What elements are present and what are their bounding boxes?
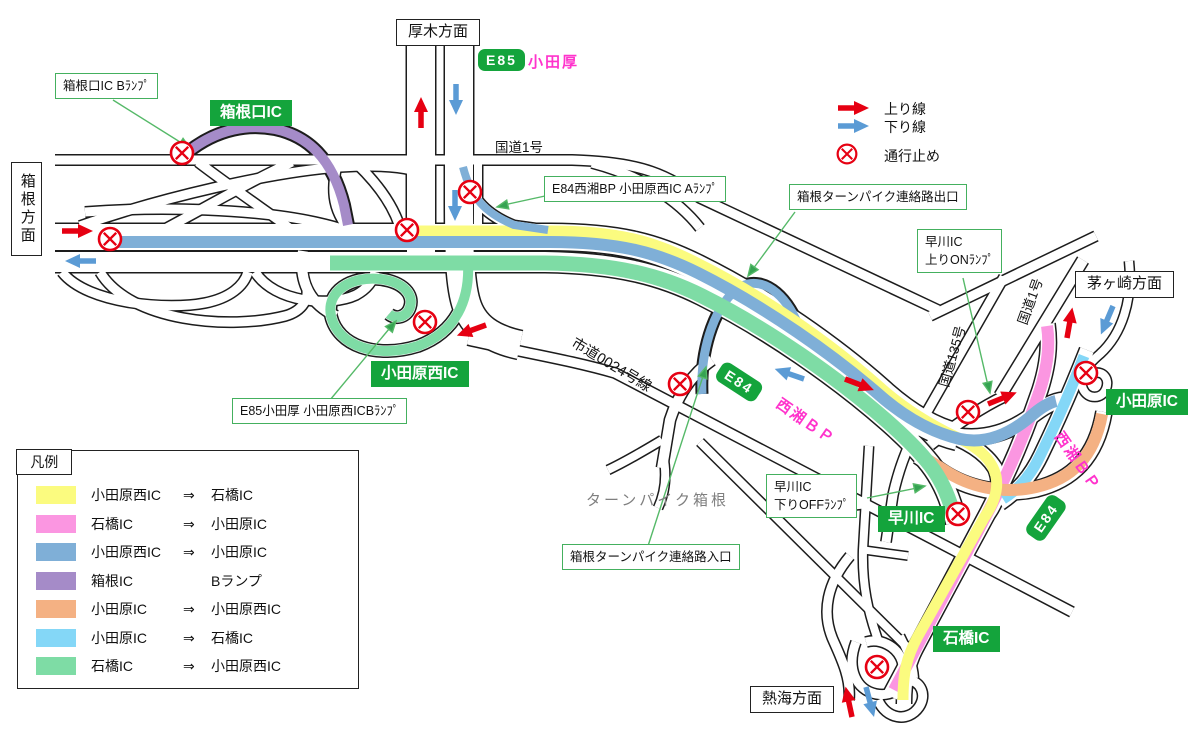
legend-to: 小田原IC bbox=[211, 516, 267, 532]
ic-badge-hayakawa: 早川IC bbox=[878, 506, 945, 533]
key-up-line-label: 上り線 bbox=[884, 101, 926, 117]
legend-from: 小田原西IC bbox=[91, 487, 161, 503]
callout-line: 下りOFFﾗﾝﾌﾟ bbox=[774, 498, 849, 513]
callout-turnpike-entrance: 箱根ターンパイク連絡路入口 bbox=[562, 544, 740, 571]
route-badge-e85: E85 bbox=[478, 49, 525, 72]
route-odawaranishi-to-odawara bbox=[112, 236, 1058, 447]
legend-row: 石橋IC ⇒ 小田原IC bbox=[36, 513, 267, 535]
key-up-line-arrow-icon bbox=[838, 101, 869, 115]
ic-badge-odawara-nishi: 小田原西IC bbox=[371, 361, 469, 388]
legend-to: 石橋IC bbox=[211, 630, 253, 646]
route-ishibashi-to-odawaranishi bbox=[330, 255, 963, 523]
key-closure-label: 通行止め bbox=[884, 148, 940, 164]
legend-arrow: ⇒ bbox=[183, 543, 195, 560]
legend-to: 小田原IC bbox=[211, 544, 267, 560]
callout-line: 早川IC bbox=[774, 480, 812, 494]
legend-from: 小田原西IC bbox=[91, 544, 161, 560]
route-odawara-to-odawaranishi bbox=[916, 412, 1108, 496]
legend-from: 石橋IC bbox=[91, 658, 133, 674]
route-name-odawara-atsugi: 小田厚 bbox=[528, 54, 580, 71]
up-line-arrow-icon bbox=[1060, 306, 1079, 339]
legend-to: 小田原西IC bbox=[211, 601, 281, 617]
color-swatch bbox=[36, 657, 76, 675]
legend-from: 小田原IC bbox=[91, 630, 147, 646]
closure-icon bbox=[945, 501, 971, 527]
closure-icon bbox=[667, 371, 693, 397]
legend-row: 小田原西IC ⇒ 小田原IC bbox=[36, 541, 267, 563]
closure-icon bbox=[394, 217, 420, 243]
legend-to: 石橋IC bbox=[211, 487, 253, 503]
legend-arrow: ⇒ bbox=[183, 486, 195, 503]
closure-icon bbox=[955, 399, 981, 425]
legend-row: 小田原西IC ⇒ 石橋IC bbox=[36, 484, 253, 506]
color-swatch bbox=[36, 629, 76, 647]
legend-to: Bランプ bbox=[211, 573, 262, 589]
direction-box-hakone: 箱根方面 bbox=[11, 162, 42, 256]
closure-icon bbox=[864, 654, 890, 680]
legend-row: 小田原IC ⇒ 石橋IC bbox=[36, 627, 253, 649]
legend-panel: 凡例 小田原西IC ⇒ 石橋IC 石橋IC ⇒ 小田原IC 小田原西IC ⇒ 小… bbox=[16, 449, 359, 689]
callout-hayakawa-off-ramp: 早川IC 下りOFFﾗﾝﾌﾟ bbox=[766, 474, 857, 519]
direction-box-atami: 熱海方面 bbox=[750, 686, 835, 713]
callout-hakoneguchi-b-ramp: 箱根口IC Bﾗﾝﾌﾟ bbox=[55, 73, 158, 100]
callout-hayakawa-on-ramp: 早川IC 上りONﾗﾝﾌﾟ bbox=[917, 229, 1002, 274]
legend-from: 石橋IC bbox=[91, 516, 133, 532]
ic-badge-ishibashi: 石橋IC bbox=[933, 626, 1000, 653]
legend-to: 小田原西IC bbox=[211, 658, 281, 674]
route-odawaranishi-to-ishibashi bbox=[408, 225, 1003, 701]
ic-badge-odawara: 小田原IC bbox=[1106, 389, 1189, 416]
callout-b-ramp: E85小田厚 小田原西ICBﾗﾝﾌﾟ bbox=[232, 398, 408, 425]
color-swatch bbox=[36, 572, 76, 590]
direction-box-chigasaki: 茅ヶ崎方面 bbox=[1075, 271, 1175, 298]
callout-line: 上りONﾗﾝﾌﾟ bbox=[925, 253, 994, 268]
road-label-turnpike-hakone: ターンパイク箱根 bbox=[586, 492, 729, 509]
legend-title: 凡例 bbox=[16, 449, 73, 476]
legend-arrow: ⇒ bbox=[183, 657, 195, 674]
closure-icon bbox=[169, 140, 195, 166]
color-swatch bbox=[36, 515, 76, 533]
key-down-line-arrow-icon bbox=[838, 119, 869, 133]
ic-badge-hakoneguchi: 箱根口IC bbox=[210, 100, 293, 127]
key-closure-icon bbox=[836, 143, 858, 165]
legend-from: 小田原IC bbox=[91, 601, 147, 617]
closure-icon bbox=[1073, 360, 1099, 386]
closure-icon bbox=[457, 179, 483, 205]
color-swatch bbox=[36, 600, 76, 618]
closure-icon bbox=[97, 226, 123, 252]
callout-line: 早川IC bbox=[925, 235, 963, 249]
legend-arrow: ⇒ bbox=[183, 515, 195, 532]
legend-row: 石橋IC ⇒ 小田原西IC bbox=[36, 655, 281, 677]
callout-leaders bbox=[112, 99, 993, 547]
direction-box-atsugi: 厚木方面 bbox=[396, 19, 481, 46]
route-a-ramp bbox=[459, 165, 549, 234]
legend-row: 箱根IC Bランプ bbox=[36, 570, 262, 592]
legend-arrow: ⇒ bbox=[183, 600, 195, 617]
legend-arrow: ⇒ bbox=[183, 629, 195, 646]
road-label-kokudo1: 国道1号 bbox=[495, 140, 544, 155]
key-down-line-label: 下り線 bbox=[884, 119, 926, 135]
route-overlays bbox=[112, 127, 1108, 701]
color-swatch bbox=[36, 486, 76, 504]
color-swatch bbox=[36, 543, 76, 561]
callout-turnpike-exit: 箱根ターンパイク連絡路出口 bbox=[789, 184, 967, 211]
callout-a-ramp: E84西湘BP 小田原西IC Aﾗﾝﾌﾟ bbox=[544, 176, 726, 203]
legend-row: 小田原IC ⇒ 小田原西IC bbox=[36, 598, 281, 620]
legend-from: 箱根IC bbox=[91, 573, 133, 589]
closure-icon bbox=[412, 309, 438, 335]
